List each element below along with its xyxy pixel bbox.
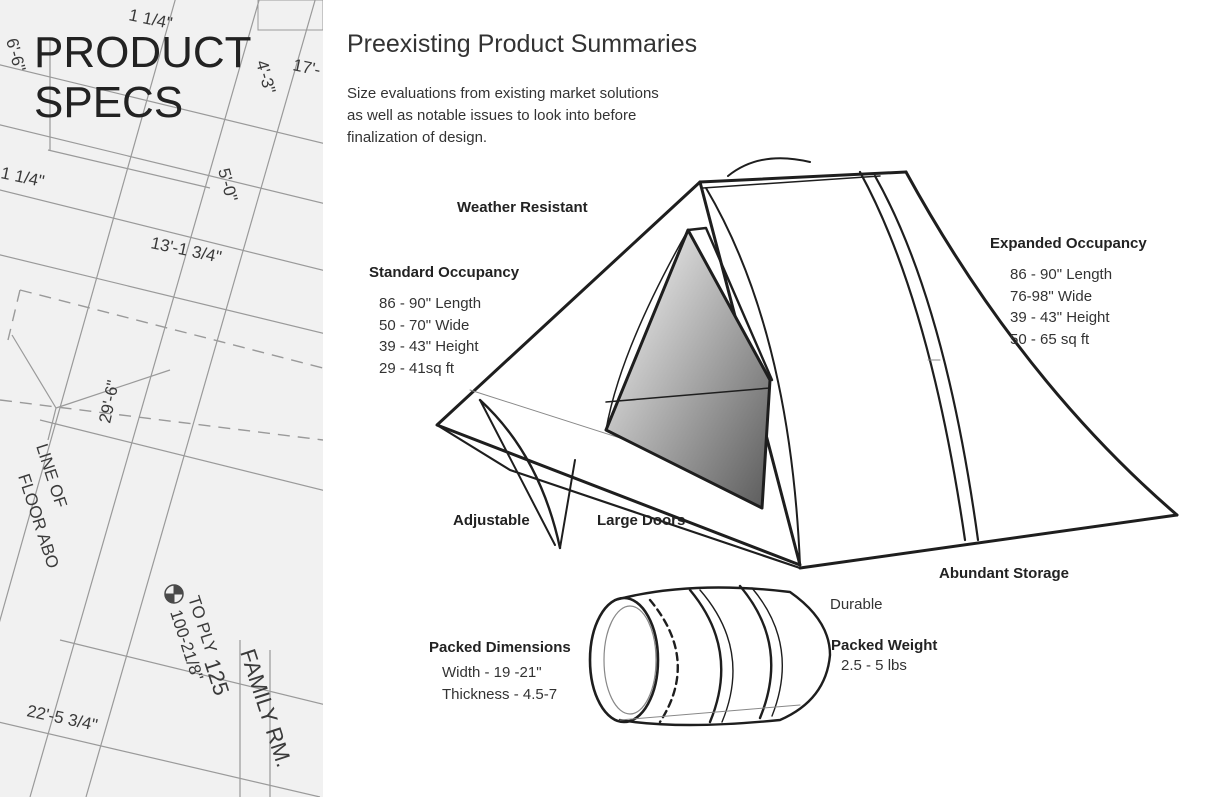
spec-item: Width - 19 -21" — [442, 664, 542, 681]
spec-item: 39 - 43" Height — [1010, 309, 1110, 326]
intro-line: Size evaluations from existing market so… — [347, 85, 659, 102]
page-heading: Preexisting Product Summaries — [347, 30, 698, 58]
panel-title-line: SPECS — [34, 78, 184, 127]
expanded-occupancy-heading: Expanded Occupancy — [990, 235, 1147, 252]
blueprint-background-panel: 1 1/4" 6'-6" 17'- 4'-3" 1 1/4" 5'-0" 13'… — [0, 0, 323, 797]
spec-item: 76-98" Wide — [1010, 287, 1093, 305]
spec-item: 86 - 90" Length — [379, 295, 482, 312]
feature-durable: Durable — [830, 596, 883, 613]
feature-adjustable: Adjustable — [453, 512, 530, 529]
feature-weather-resistant: Weather Resistant — [457, 199, 588, 216]
spec-item: 50 - 70" Wide — [379, 316, 470, 334]
feature-abundant-storage: Abundant Storage — [939, 565, 1069, 582]
panel-title-line: PRODUCT — [34, 28, 252, 77]
packed-weight-value: 2.5 - 5 lbs — [841, 657, 907, 674]
spec-item: 86 - 90" Length — [1010, 266, 1113, 283]
feature-large-doors: Large Doors — [597, 512, 686, 529]
standard-occupancy-heading: Standard Occupancy — [369, 264, 520, 281]
spec-item: 39 - 43" Height — [379, 338, 479, 355]
spec-item: 29 - 41sq ft — [379, 359, 455, 377]
intro-paragraph: Size evaluations from existing market so… — [347, 83, 677, 149]
packed-dimensions-heading: Packed Dimensions — [429, 639, 571, 656]
spec-item: 50 - 65 sq ft — [1010, 330, 1090, 348]
panel-title: PRODUCT SPECS — [34, 28, 252, 128]
spec-item: Thickness - 4.5-7 — [442, 685, 558, 703]
standard-occupancy-specs: 86 - 90" Length 50 - 70" Wide 39 - 43" H… — [379, 293, 481, 379]
intro-line: finalization of design. — [347, 129, 488, 146]
packed-weight-heading: Packed Weight — [831, 637, 938, 654]
floor-plan-sketch: 1 1/4" 6'-6" 17'- 4'-3" 1 1/4" 5'-0" 13'… — [0, 0, 323, 797]
expanded-occupancy-specs: 86 - 90" Length 76-98" Wide 39 - 43" Hei… — [1010, 264, 1112, 350]
packed-dimensions-specs: Width - 19 -21" Thickness - 4.5-7 — [442, 662, 557, 705]
intro-line: as well as notable issues to look into b… — [347, 107, 637, 124]
